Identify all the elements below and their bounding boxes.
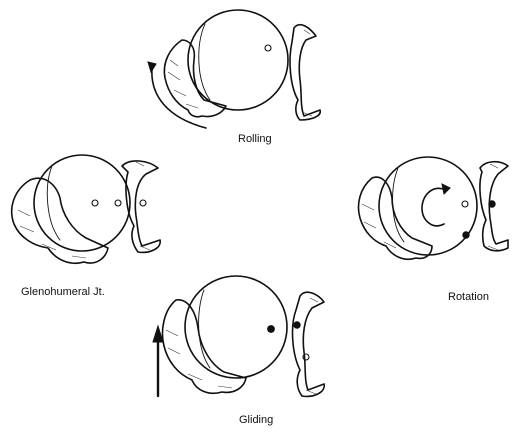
rolling-figure — [148, 10, 320, 128]
label-gliding: Gliding — [239, 414, 273, 426]
joint-bone-mass — [12, 178, 108, 263]
rotation-arrowhead — [442, 184, 450, 194]
rotation-figure — [359, 157, 509, 259]
label-rotation: Rotation — [448, 291, 489, 303]
joint-glenoid — [122, 161, 160, 252]
rotation-bone-mass — [359, 177, 433, 259]
rolling-humeral-head — [188, 10, 288, 110]
gliding-glenoid — [293, 292, 325, 396]
joint-contact-point-3 — [140, 200, 146, 206]
gliding-bone-mass — [163, 300, 247, 393]
rotation-circular-arrow — [422, 188, 446, 225]
rolling-curved-arrow — [152, 68, 206, 128]
rolling-arrowhead — [148, 62, 156, 72]
label-rolling: Rolling — [238, 133, 272, 145]
rolling-contact-point — [265, 45, 271, 51]
joint-figure — [12, 155, 161, 263]
rolling-glenoid — [290, 25, 320, 120]
rotation-contact-point-filled-2 — [463, 232, 469, 238]
gliding-figure — [153, 276, 324, 396]
gliding-contact-point-filled-1 — [268, 326, 275, 333]
joint-contact-point-1 — [92, 200, 98, 206]
gliding-contact-point-filled-2 — [294, 322, 300, 328]
gliding-arrowhead — [153, 326, 163, 342]
joint-contact-point-2 — [115, 200, 121, 206]
label-glenohumeral-joint: Glenohumeral Jt. — [21, 286, 105, 298]
rotation-contact-point-open — [462, 201, 468, 207]
